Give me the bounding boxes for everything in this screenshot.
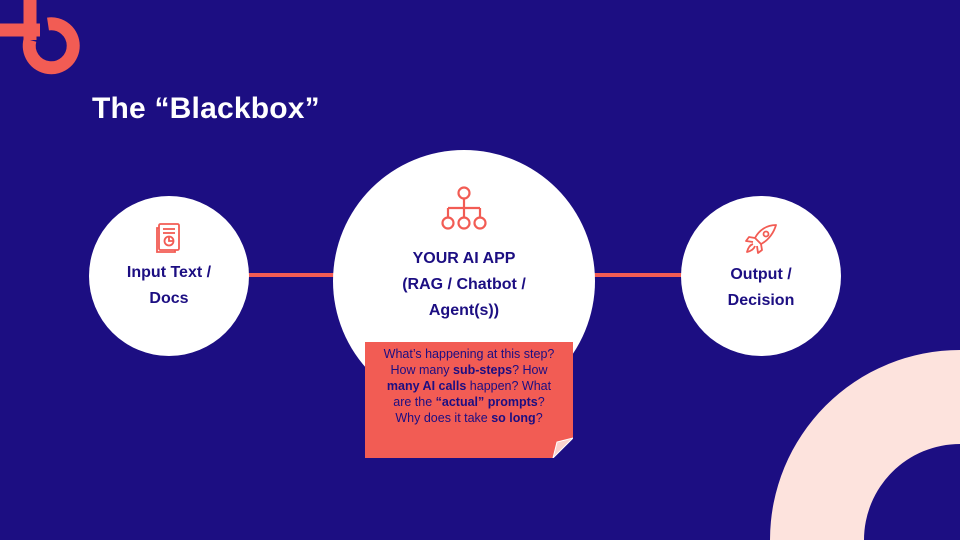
decorative-arc — [770, 350, 960, 540]
connector-left — [246, 273, 338, 277]
ai-app-label-line3: Agent(s)) — [428, 302, 500, 319]
sticky-note-text: What’s happening at this step? How many … — [369, 346, 569, 426]
note-line4-c: ? — [537, 395, 545, 409]
note-line3-a: many AI calls — [386, 379, 467, 393]
output-node: Output / Decision — [681, 196, 841, 356]
note-line2-b: sub-steps — [453, 363, 513, 377]
note-line5-c: ? — [535, 411, 543, 425]
note-line4-b: “actual” prompts — [435, 395, 538, 409]
input-node-label-line2: Docs — [149, 290, 189, 307]
ai-app-label-line1: YOUR AI APP — [412, 250, 516, 267]
input-node-label-line1: Input Text / — [126, 264, 212, 281]
note-line3-b: happen? What — [466, 379, 552, 393]
rocket-icon — [745, 224, 777, 254]
hierarchy-icon — [441, 186, 487, 230]
note-line4-a: are the — [393, 395, 436, 409]
sticky-note: What’s happening at this step? How many … — [365, 342, 573, 458]
document-icon — [156, 223, 180, 253]
slide-title: The “Blackbox” — [92, 92, 320, 125]
note-line1: What’s happening at this step? — [383, 347, 555, 361]
note-line5-b: so long — [491, 411, 536, 425]
connector-right — [592, 273, 684, 277]
ai-app-label-line2: (RAG / Chatbot / — [402, 276, 526, 293]
input-node: Input Text / Docs — [89, 196, 249, 356]
output-node-label-line1: Output / — [730, 266, 792, 283]
output-node-label-line2: Decision — [727, 292, 795, 309]
brand-logo-icon — [0, 0, 80, 75]
note-line2-c: ? How — [512, 363, 548, 377]
note-line5-a: Why does it take — [395, 411, 492, 425]
sticky-note-background — [365, 342, 573, 458]
note-line2-a: How many — [390, 363, 454, 377]
